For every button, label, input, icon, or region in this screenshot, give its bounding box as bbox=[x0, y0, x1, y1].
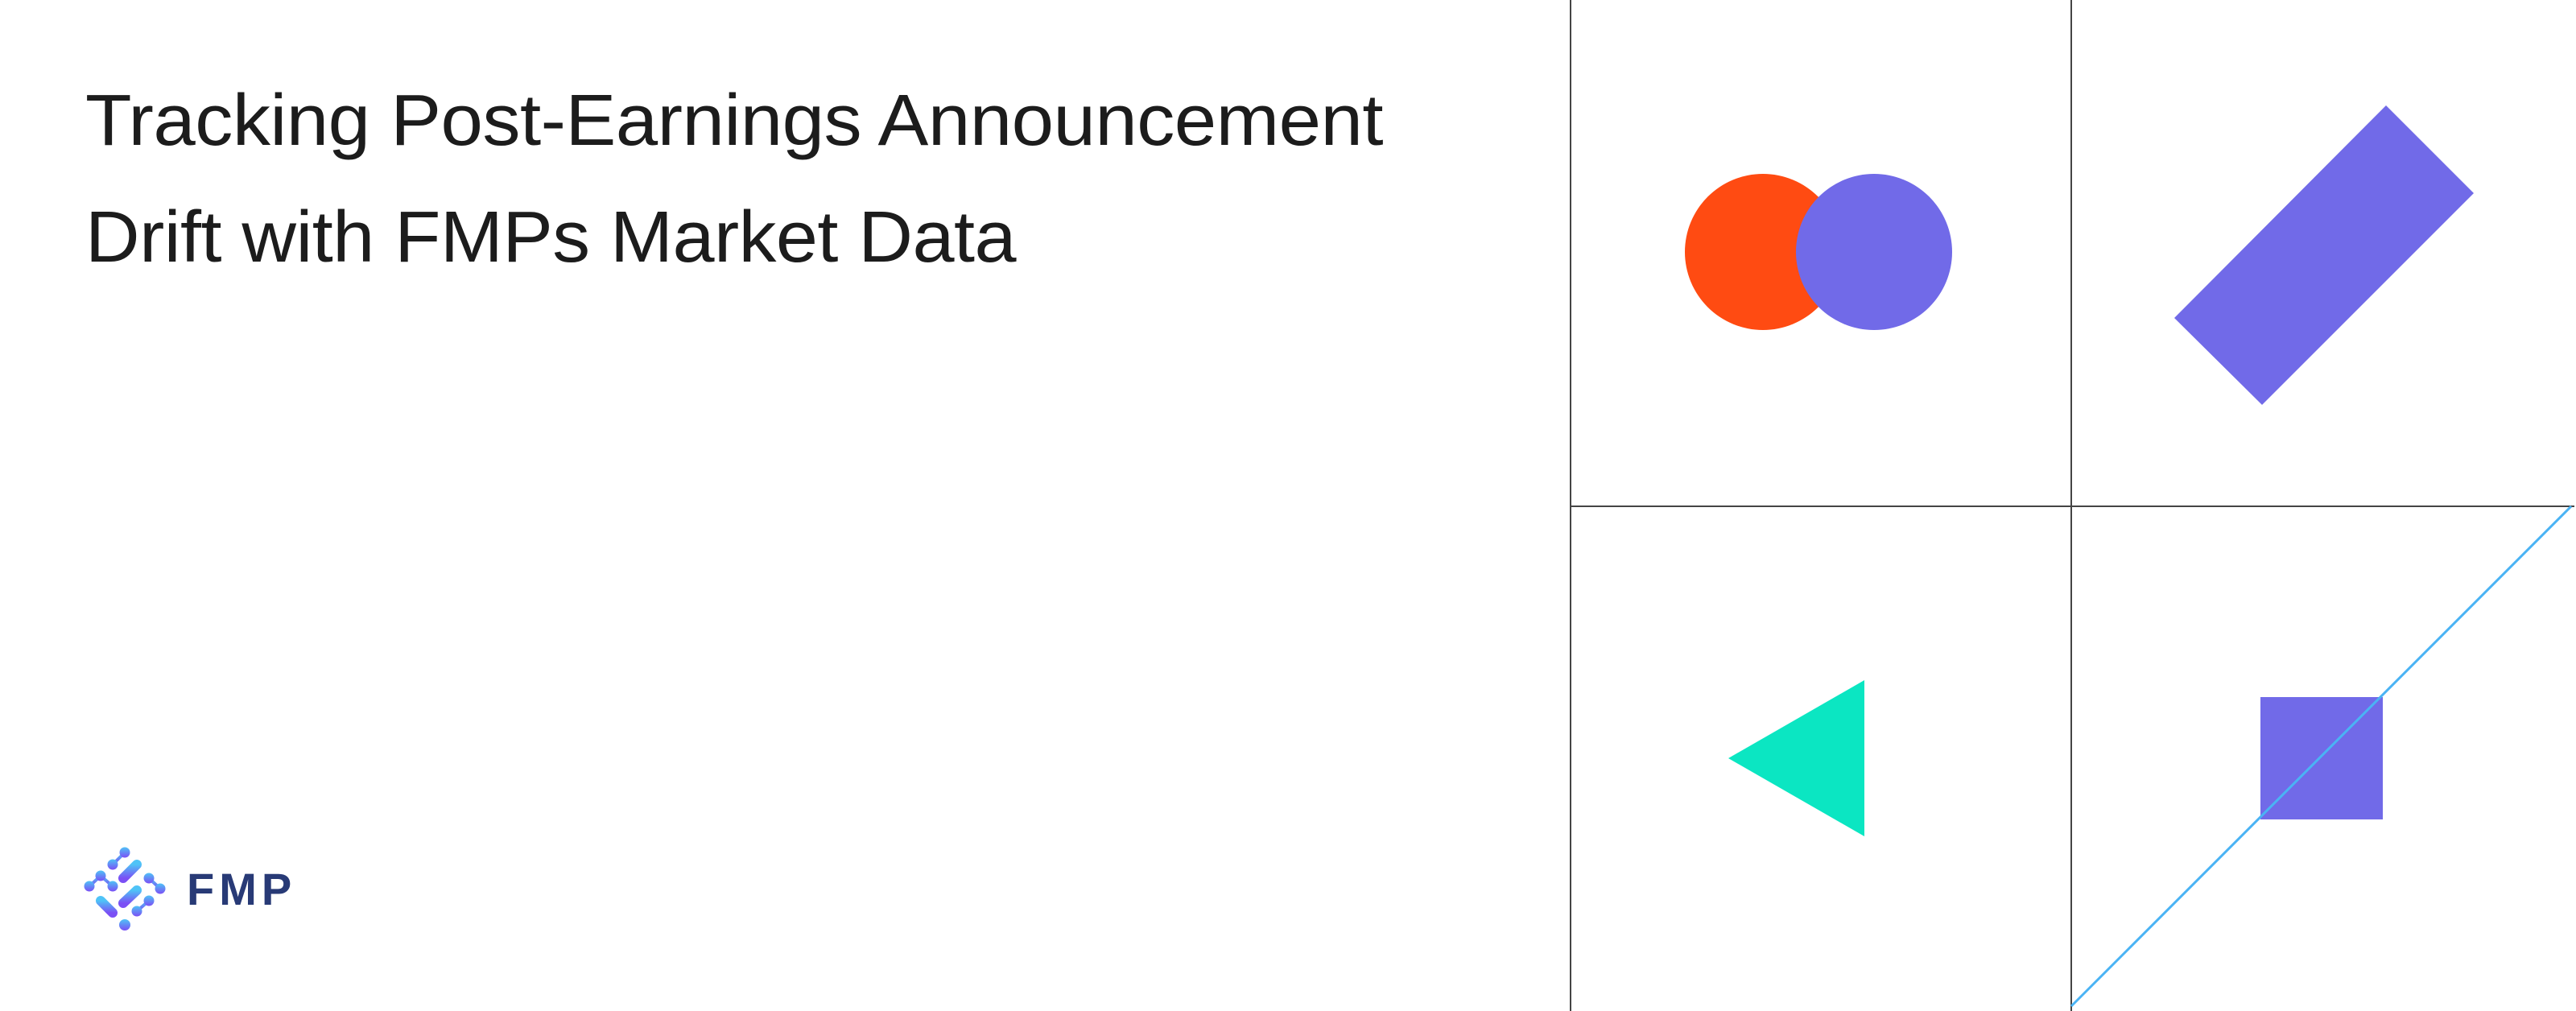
title-line-2: Drift with FMPs Market Data bbox=[85, 197, 1017, 278]
purple-circle-icon bbox=[1796, 174, 1952, 330]
purple-square-icon bbox=[2260, 697, 2383, 819]
purple-rotated-rectangle-icon bbox=[2174, 105, 2474, 405]
title-line-1: Tracking Post-Earnings Announcement bbox=[85, 80, 1384, 161]
orange-circle-icon bbox=[1685, 174, 1841, 330]
page-title: Tracking Post-Earnings Announcement Drif… bbox=[85, 80, 1470, 296]
teal-triangle-icon bbox=[1728, 680, 1864, 836]
fmp-network-diamond-icon bbox=[84, 847, 166, 931]
fmp-wordmark: FMP bbox=[187, 864, 297, 914]
fmp-logo: FMP bbox=[80, 844, 296, 934]
blue-diagonal-line bbox=[2070, 505, 2573, 1008]
